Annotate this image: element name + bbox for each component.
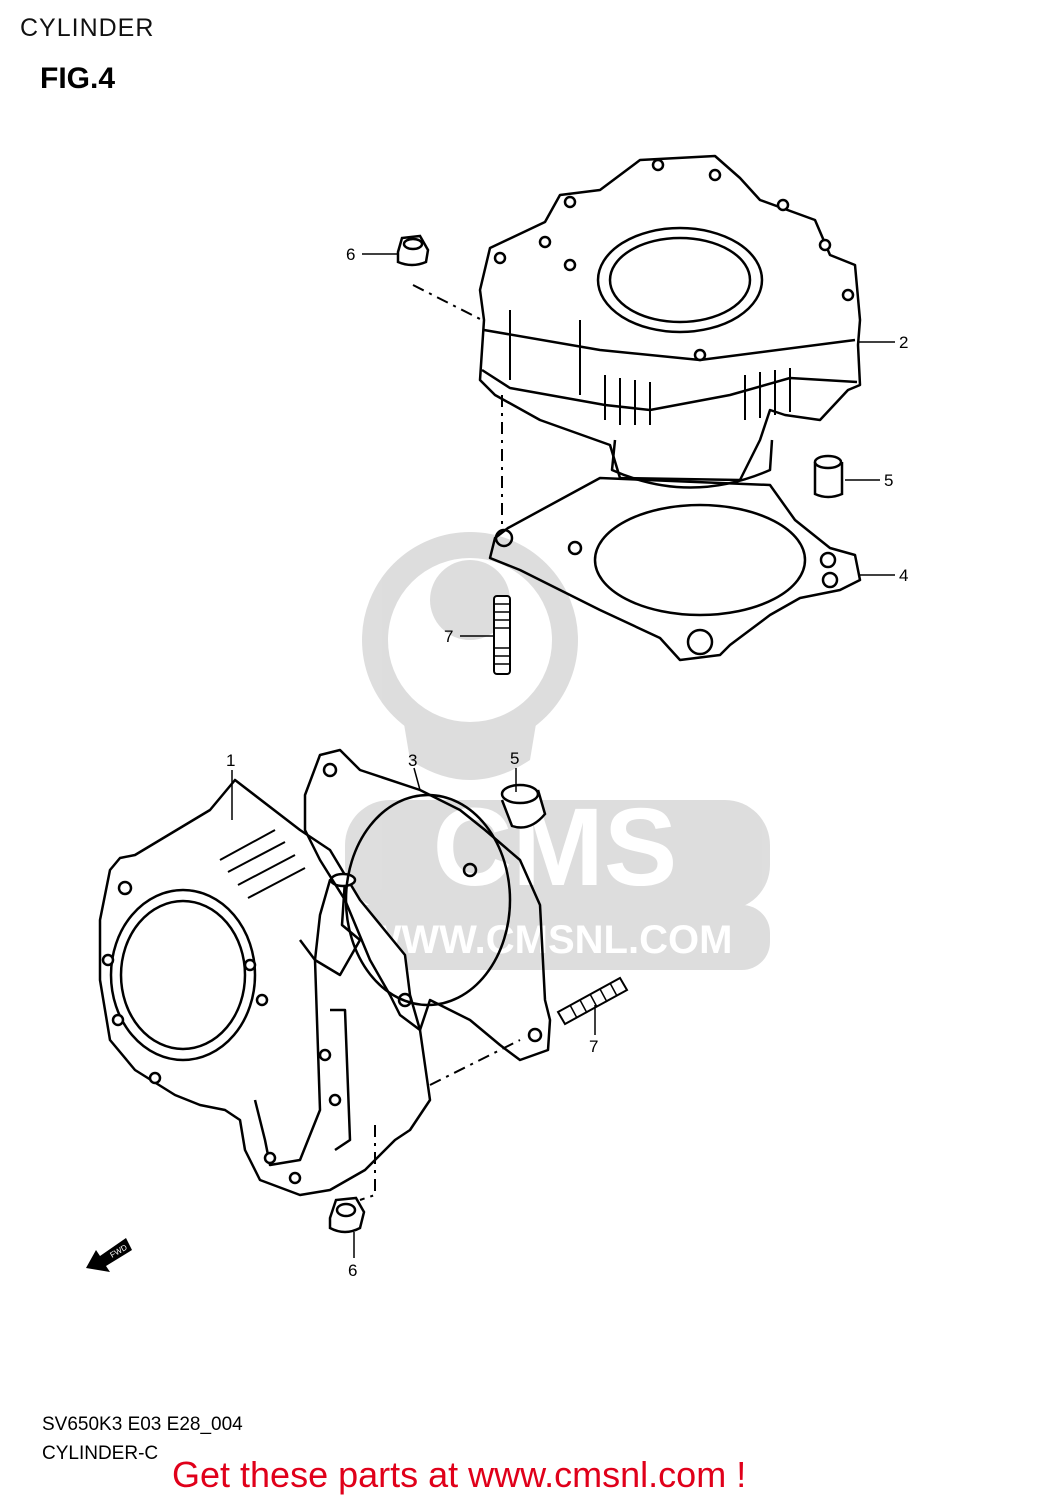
forward-arrow-icon: FWD (86, 1238, 132, 1272)
callout-3: 3 (408, 751, 417, 770)
watermark-url: WWW.CMSNL.COM (364, 918, 733, 962)
leader-lines (231, 253, 895, 1258)
page-title: CYLINDER (20, 14, 155, 42)
callout-6-bottom: 6 (348, 1261, 357, 1280)
callout-7-top: 7 (444, 627, 453, 646)
alignment-lines (359, 284, 521, 1201)
dowel-pin-rear (813, 454, 844, 499)
gasket-front (303, 748, 552, 1062)
cms-watermark: CMS WWW.CMSNL.COM (325, 532, 770, 970)
diagram-subtitle: CYLINDER-C (42, 1443, 159, 1464)
stud-bolt-front (556, 976, 629, 1026)
dowel-pin-front (500, 783, 547, 829)
callout-1: 1 (226, 751, 235, 770)
promo-banner-link[interactable]: Get these parts at www.cmsnl.com ! (172, 1454, 747, 1495)
flange-nut-front (328, 1196, 366, 1234)
model-code: SV650K3 E03 E28_004 (42, 1414, 243, 1435)
flange-nut-rear (396, 234, 430, 267)
callout-6-top: 6 (346, 245, 355, 264)
callout-5-bottom: 5 (510, 749, 519, 768)
callout-7-bottom: 7 (589, 1037, 598, 1056)
callout-2: 2 (899, 333, 908, 352)
figure-number: FIG.4 (40, 62, 116, 95)
watermark-brand: CMS (433, 786, 677, 909)
callout-5-top: 5 (884, 471, 893, 490)
stud-bolt-rear (493, 595, 511, 675)
callout-4: 4 (899, 566, 908, 585)
cylinder-rear (478, 154, 862, 489)
gasket-rear (488, 476, 862, 662)
